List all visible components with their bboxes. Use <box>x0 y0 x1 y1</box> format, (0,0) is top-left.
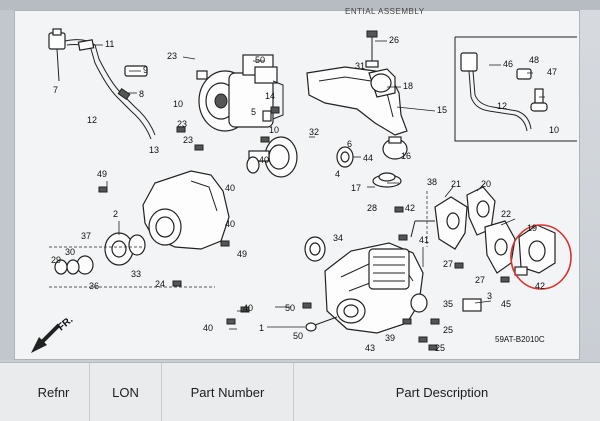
callout-37: 37 <box>81 231 91 241</box>
diagram-code: 59AT-B2010C <box>495 335 545 344</box>
callout-18: 18 <box>403 81 413 91</box>
column-header-refnr[interactable]: Refnr <box>18 363 90 421</box>
part-description-label: Part Description <box>395 384 489 400</box>
callout-4: 4 <box>335 169 340 179</box>
side-mount-group <box>434 186 572 290</box>
lon-label: LON <box>112 384 139 400</box>
callout-19: 19 <box>527 223 537 233</box>
rear-mount-bracket-group <box>306 30 408 188</box>
callout-40d: 40 <box>243 303 253 313</box>
callout-27a: 27 <box>443 259 453 269</box>
callout-40b: 40 <box>225 183 235 193</box>
callout-41: 41 <box>419 235 429 245</box>
callout-10b: 10 <box>269 125 279 135</box>
callout-5: 5 <box>251 107 256 117</box>
callout-10c: 10 <box>549 125 559 135</box>
pump-motor-group <box>196 54 354 178</box>
rear-differential-housing <box>305 191 482 334</box>
callout-48: 48 <box>529 55 539 65</box>
callout-23a: 23 <box>167 51 177 61</box>
highlight-circle <box>510 224 572 290</box>
parts-diagram-panel: ENTIAL ASSEMBLY <box>14 7 580 360</box>
callout-28: 28 <box>367 203 377 213</box>
callout-32: 32 <box>309 127 319 137</box>
callout-42b: 42 <box>535 281 545 291</box>
callout-1: 1 <box>259 323 264 333</box>
callout-31: 31 <box>355 61 365 71</box>
callout-20: 20 <box>481 179 491 189</box>
callout-36: 36 <box>89 281 99 291</box>
callout-labels: 7 11 9 8 12 13 23 10 23 23 50 14 5 10 40… <box>51 35 559 353</box>
callout-50b: 50 <box>285 303 295 313</box>
callout-13: 13 <box>149 145 159 155</box>
callout-45: 45 <box>501 299 511 309</box>
callout-22: 22 <box>501 209 511 219</box>
callout-10a: 10 <box>173 99 183 109</box>
column-header-lon[interactable]: LON <box>90 363 162 421</box>
callout-40c: 40 <box>225 219 235 229</box>
callout-33: 33 <box>131 269 141 279</box>
front-direction-arrow: FR. <box>31 314 75 353</box>
parts-table-header: Refnr LON Part Number Part Description <box>0 362 600 421</box>
exploded-parts-diagram: FR. <box>31 28 577 353</box>
refnr-label: Refnr <box>37 384 70 400</box>
callout-15: 15 <box>437 105 447 115</box>
callout-11: 11 <box>105 39 114 49</box>
callout-50c: 50 <box>293 331 303 341</box>
callout-47: 47 <box>547 67 557 77</box>
front-marker: FR. <box>56 314 76 333</box>
callout-24: 24 <box>155 279 165 289</box>
callout-16: 16 <box>401 151 411 161</box>
callout-8: 8 <box>139 89 144 99</box>
callout-2: 2 <box>113 209 118 219</box>
callout-3: 3 <box>487 291 492 301</box>
inset-detail-box <box>454 36 577 142</box>
callout-17: 17 <box>351 183 361 193</box>
top-strip <box>0 0 600 10</box>
diagram-title-fragment: ENTIAL ASSEMBLY <box>345 7 425 16</box>
callout-12: 12 <box>87 115 97 125</box>
callout-30: 30 <box>65 247 75 257</box>
callout-40e: 40 <box>203 323 213 333</box>
callout-38: 38 <box>427 177 437 187</box>
callout-34: 34 <box>333 233 343 243</box>
callout-50a: 50 <box>255 55 265 65</box>
fasteners <box>98 126 510 351</box>
callout-40a: 40 <box>259 155 269 165</box>
callout-25b: 25 <box>435 343 445 353</box>
leader-lines <box>93 40 545 330</box>
callout-25a: 25 <box>443 325 453 335</box>
callout-29: 29 <box>51 255 61 265</box>
callout-12b: 12 <box>497 101 507 111</box>
callout-23b: 23 <box>177 119 187 129</box>
column-header-part-description[interactable]: Part Description <box>294 363 590 421</box>
callout-7: 7 <box>53 85 58 95</box>
callout-14: 14 <box>265 91 275 101</box>
callout-6: 6 <box>347 139 352 149</box>
callout-44: 44 <box>363 153 373 163</box>
callout-49a: 49 <box>97 169 107 179</box>
transfer-housing <box>49 170 326 288</box>
callout-43: 43 <box>365 343 375 353</box>
callout-9: 9 <box>143 65 148 75</box>
callout-27b: 27 <box>475 275 485 285</box>
callout-49b: 49 <box>237 249 247 259</box>
breather-hose-group <box>48 28 156 140</box>
callout-21: 21 <box>451 179 461 189</box>
callout-23c: 23 <box>183 135 193 145</box>
callout-35: 35 <box>443 299 453 309</box>
left-scrollbar[interactable] <box>0 10 15 360</box>
callout-46: 46 <box>503 59 513 69</box>
callout-39: 39 <box>385 333 395 343</box>
part-number-label: Part Number <box>190 384 265 400</box>
callout-42: 42 <box>405 203 415 213</box>
callout-26: 26 <box>389 35 399 45</box>
column-header-part-number[interactable]: Part Number <box>162 363 294 421</box>
